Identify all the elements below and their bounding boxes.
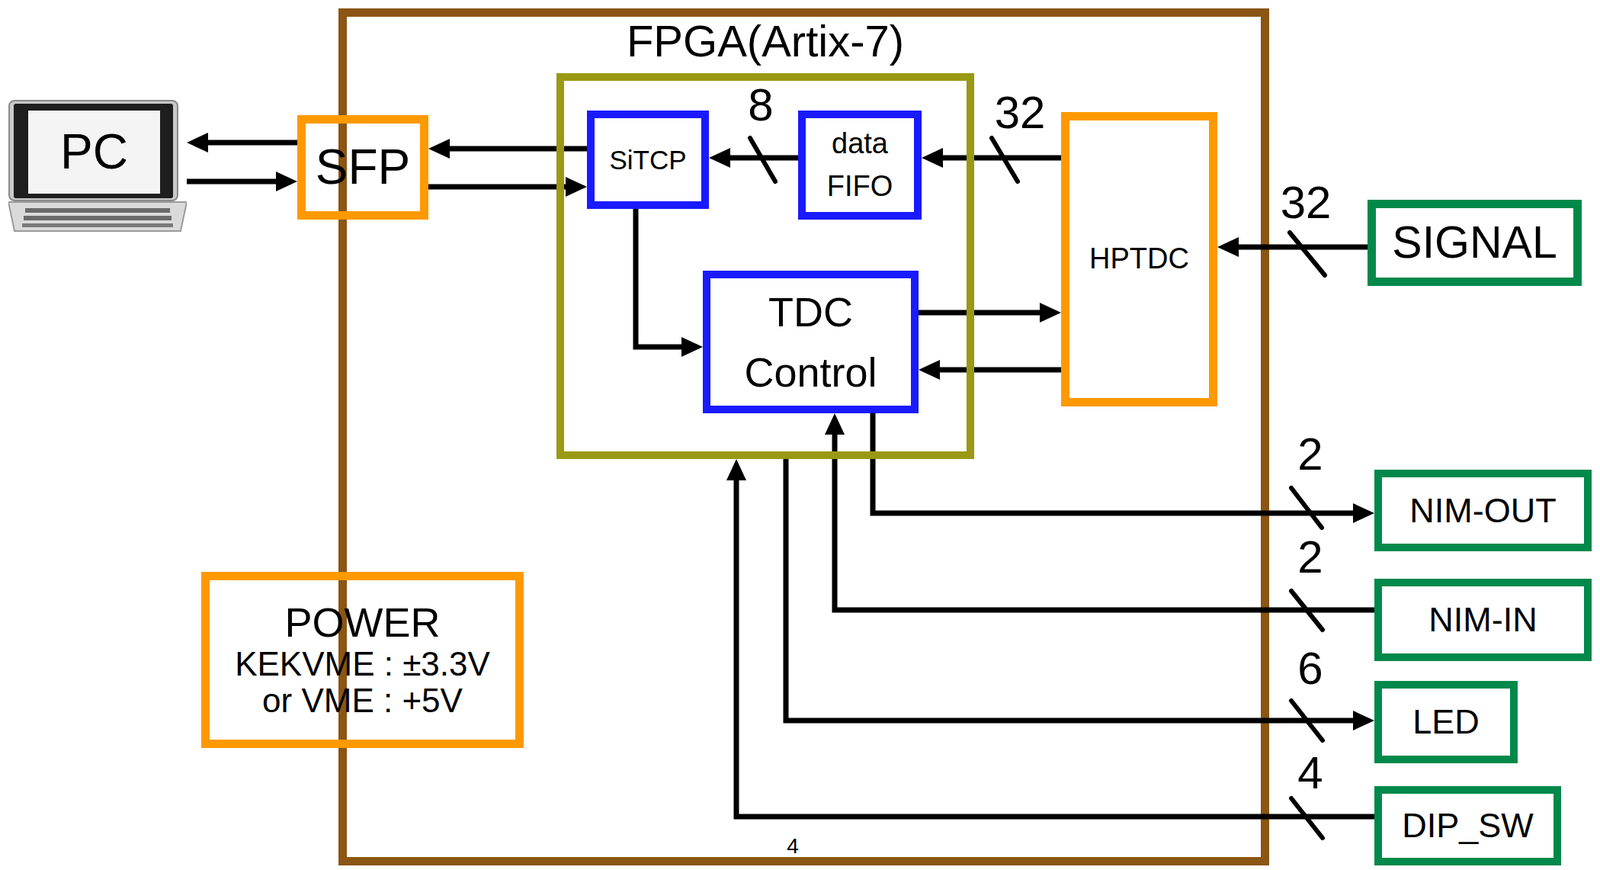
- laptop-bezel: [13, 103, 174, 199]
- page-number: 4: [786, 835, 799, 857]
- bus-width-label: 32: [1280, 179, 1332, 226]
- arrow-head: [708, 147, 731, 168]
- signal-arrow: [708, 147, 799, 168]
- arrow-head: [1353, 710, 1375, 731]
- node-body: KEKVME : ±3.3V or VME : +5V: [215, 645, 510, 720]
- arrow-head: [428, 138, 450, 159]
- io-box: DIP_SW: [1374, 785, 1562, 866]
- bus-width-label: 6: [1297, 645, 1323, 692]
- logic-block: TDC Control: [702, 270, 919, 414]
- signal-arrow: [635, 208, 703, 357]
- signal-arrow: [824, 413, 1375, 610]
- node-label: NIM-IN: [1428, 599, 1537, 641]
- node-label: NIM-OUT: [1409, 490, 1556, 532]
- node-label: PC: [60, 122, 129, 182]
- logic-block: data FIFO: [798, 110, 922, 220]
- signal-arrow: [918, 359, 1062, 380]
- signal-arrow: [921, 147, 1062, 168]
- connector-line: [872, 413, 1360, 514]
- arrow-head: [824, 413, 845, 435]
- signal-arrow: [726, 458, 1375, 817]
- power-box: POWERKEKVME : ±3.3V or VME : +5V: [201, 571, 524, 748]
- node-label: SIGNAL: [1391, 215, 1557, 270]
- computer-icon: PC: [8, 99, 187, 233]
- arrow-head: [921, 147, 943, 168]
- connector-line: [724, 155, 799, 161]
- bus-tick: [1291, 487, 1322, 528]
- connector-line: [933, 367, 1062, 373]
- connector-line: [785, 458, 1360, 721]
- screen-area: PC: [28, 110, 161, 194]
- connector-line: [428, 184, 572, 190]
- bus-width-label: 2: [1297, 534, 1323, 581]
- bus-width-label: 32: [994, 89, 1046, 136]
- region-title: FPGA(Artix-7): [564, 19, 967, 64]
- board-outline: [343, 12, 1266, 862]
- node-label: DIP_SW: [1401, 804, 1534, 847]
- connector-line: [918, 310, 1046, 316]
- arrow-head: [726, 458, 747, 481]
- signal-arrow: [1217, 237, 1368, 257]
- arrow-head: [275, 171, 298, 192]
- node-label: LED: [1412, 701, 1480, 743]
- connector-line: [936, 155, 1062, 161]
- signal-arrow: [872, 413, 1375, 523]
- io-box: LED: [1374, 680, 1518, 764]
- node-label: SiTCP: [609, 144, 687, 177]
- signal-arrow: [186, 132, 298, 153]
- logic-block: SiTCP: [586, 110, 709, 209]
- keyboard-row: [23, 215, 172, 221]
- arrow-head: [565, 176, 587, 197]
- connector-line: [186, 179, 283, 185]
- io-box: NIM-OUT: [1374, 469, 1592, 552]
- signal-arrow: [186, 171, 298, 192]
- connector-line: [443, 146, 587, 152]
- fpga-region: FPGA(Artix-7)SiTCPdata FIFOTDC Control: [556, 73, 975, 459]
- arrow-head: [681, 336, 703, 357]
- node-label: POWER: [284, 599, 440, 645]
- connector-line: [202, 140, 298, 146]
- keyboard-row: [22, 223, 174, 228]
- bus-tick: [1289, 232, 1325, 276]
- signal-arrow: [918, 302, 1062, 323]
- chip-box: HPTDC: [1061, 112, 1218, 407]
- connector-line: [635, 208, 688, 347]
- laptop-screen: [28, 110, 161, 194]
- bus-width-label: 4: [1297, 750, 1323, 796]
- connector-line: [1232, 244, 1368, 251]
- bus-width-label: 8: [747, 82, 773, 129]
- bus-width-label: 2: [1297, 431, 1323, 478]
- arrow-head: [186, 132, 209, 153]
- arrow-head: [1217, 237, 1239, 257]
- module-box: SFP: [297, 115, 429, 220]
- arrow-head: [1353, 503, 1375, 523]
- arrow-head: [918, 359, 940, 380]
- laptop-lid: [9, 100, 178, 201]
- node-label: TDC Control: [716, 282, 905, 402]
- io-box: NIM-IN: [1374, 578, 1592, 661]
- node-label: SFP: [315, 137, 411, 197]
- connector-line: [736, 474, 1375, 817]
- keyboard-row: [25, 208, 170, 213]
- node-label: data FIFO: [811, 122, 908, 207]
- arrow-head: [1039, 302, 1062, 323]
- io-box: SIGNAL: [1367, 199, 1582, 286]
- node-label: HPTDC: [1089, 241, 1190, 277]
- signal-arrow: [785, 458, 1375, 731]
- laptop-base: [8, 202, 187, 231]
